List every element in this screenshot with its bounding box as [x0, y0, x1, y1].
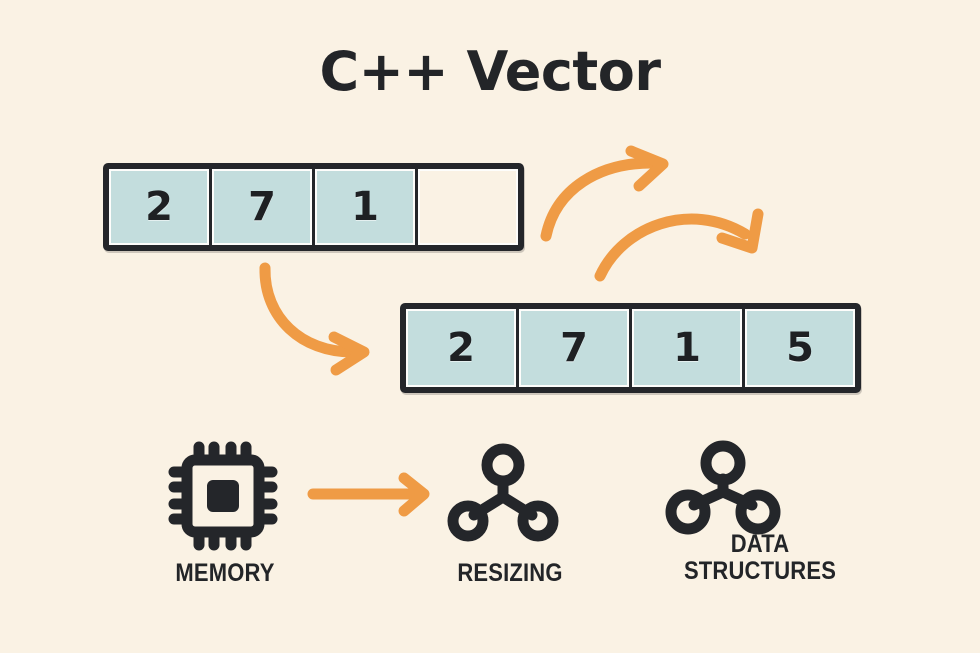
array-cell[interactable]: 2	[109, 169, 209, 245]
arrow-copy-down	[259, 262, 370, 376]
array-cell[interactable]: 7	[212, 169, 312, 245]
arrow-reallocate-up	[540, 145, 669, 242]
tree-node-icon	[447, 443, 559, 542]
label-data-structures-line1: DATA	[730, 530, 790, 558]
label-resizing: RESIZING	[457, 559, 563, 587]
array-cell[interactable]: 7	[519, 309, 629, 387]
vector-after-push: 2 7 1 5	[400, 303, 861, 393]
label-memory: MEMORY	[175, 559, 275, 587]
label-data-structures-line2: STRUCTURES	[683, 557, 837, 585]
label-data-structures: DATA STRUCTURES	[637, 531, 883, 585]
array-cell[interactable]: 1	[632, 309, 742, 387]
page-title: C++ Vector	[319, 40, 661, 103]
vector-before-push: 2 7 1	[103, 163, 524, 251]
array-cell[interactable]: 2	[406, 309, 516, 387]
tree-node-icon	[665, 440, 781, 535]
arrow-memory-to-resizing	[307, 472, 430, 517]
arrow-reallocate-down	[594, 208, 764, 282]
array-cell[interactable]: 1	[315, 169, 415, 245]
cpu-chip-icon	[168, 441, 278, 551]
array-cell-empty[interactable]	[418, 169, 518, 245]
array-cell[interactable]: 5	[745, 309, 855, 387]
